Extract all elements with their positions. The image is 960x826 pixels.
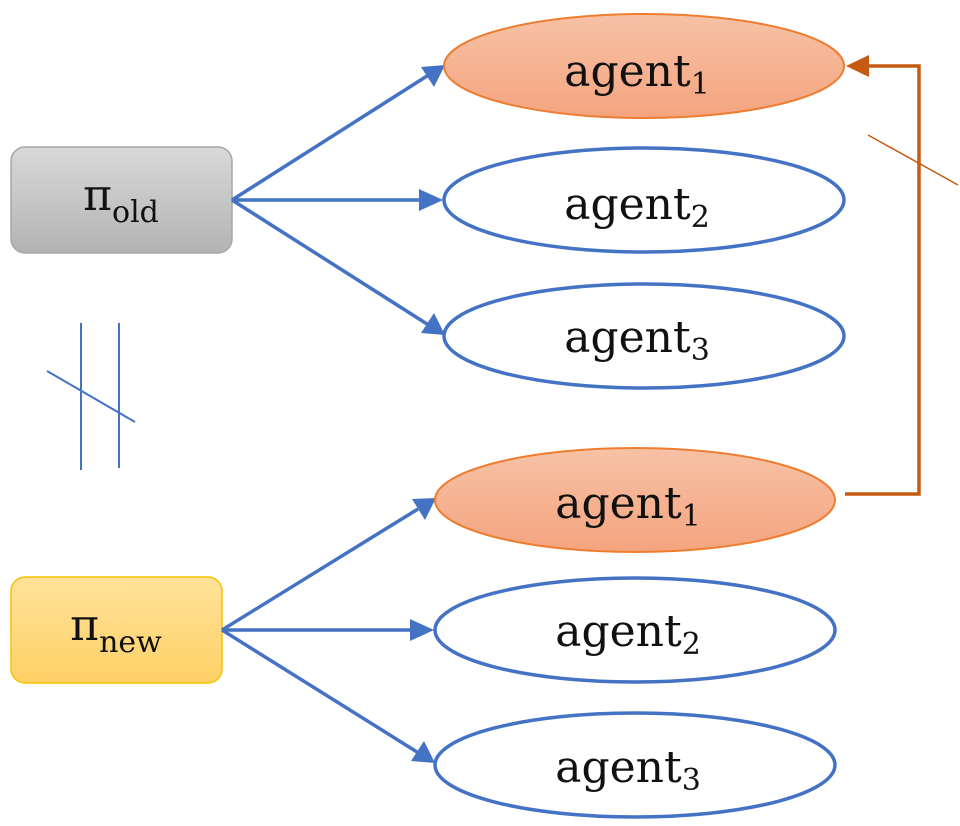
arrowhead-old-agent-2: [419, 189, 443, 211]
old-agent-3: agent3: [442, 282, 846, 390]
new-agent-2: agent2: [433, 576, 837, 684]
policy-old-label: πold: [83, 170, 159, 230]
old-agent-1: agent1: [443, 13, 845, 119]
feedback-strike-mark: [867, 134, 959, 186]
old-policy-arrows: [231, 74, 428, 326]
arrow-new-agent-1: [221, 507, 419, 632]
svg-text:agent2: agent2: [555, 606, 701, 662]
arrow-old-agent-1: [231, 74, 428, 202]
svg-text:agent1: agent1: [564, 46, 710, 102]
policy-new-box: πnew: [10, 576, 223, 684]
svg-text:agent3: agent3: [555, 742, 701, 798]
new-agent-3: agent3: [433, 711, 837, 819]
svg-text:agent3: agent3: [564, 312, 710, 368]
new-policy-arrowheads: [410, 498, 436, 763]
arrowhead-new-agent-1: [412, 498, 436, 520]
old-agent-2: agent2: [442, 146, 846, 254]
arrowhead-old-agent-1: [421, 65, 445, 87]
new-policy-arrows: [221, 507, 419, 754]
old-policy-arrowheads: [419, 65, 445, 335]
policy-new-label: πnew: [70, 600, 162, 660]
not-parallel-icon: [46, 323, 136, 470]
arrow-new-agent-3: [221, 628, 418, 754]
arrow-old-agent-3: [231, 198, 428, 326]
arrowhead-new-agent-2: [410, 619, 434, 641]
arrowhead-old-agent-3: [421, 313, 445, 335]
policy-old-box: πold: [10, 146, 233, 254]
arrowhead-new-agent-3: [411, 741, 435, 763]
new-agent-1: agent1: [434, 447, 836, 553]
feedback-connector: [845, 55, 959, 496]
svg-text:agent2: agent2: [564, 179, 710, 235]
svg-text:agent1: agent1: [555, 478, 701, 534]
feedback-arrowhead: [846, 55, 869, 77]
